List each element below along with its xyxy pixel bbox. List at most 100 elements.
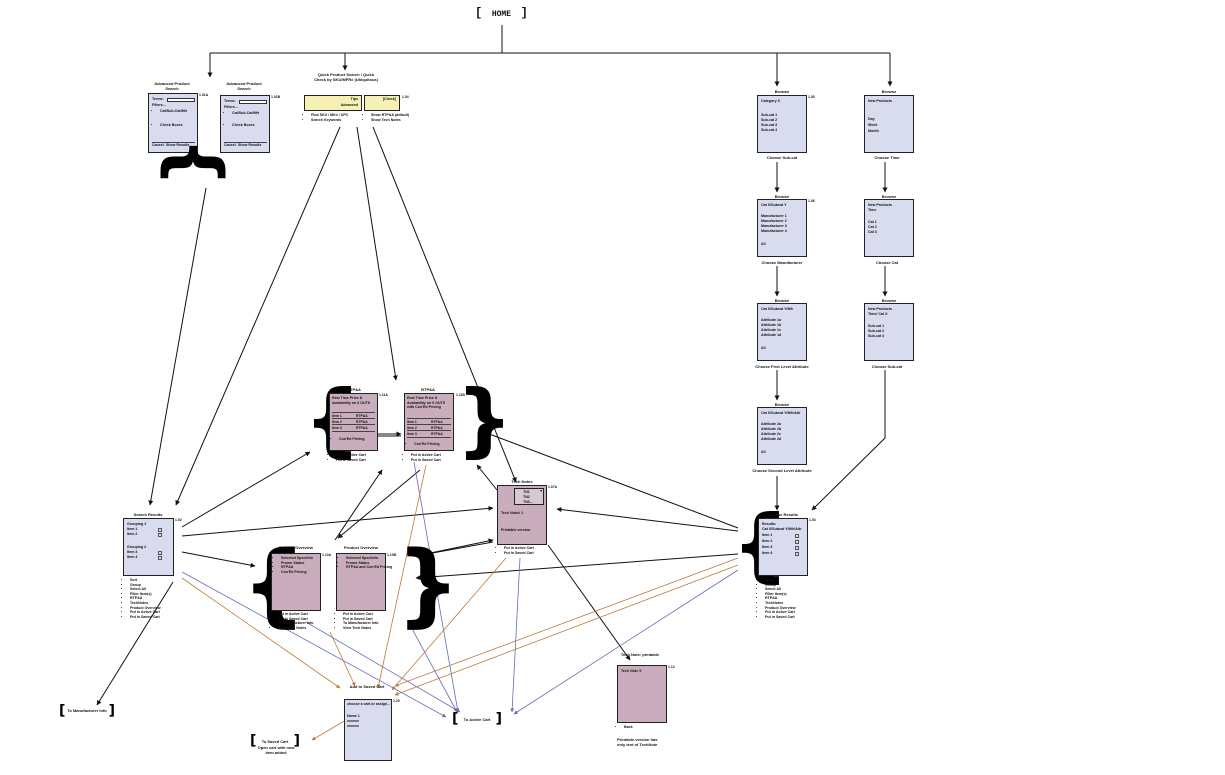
search-results-action[interactable]: TechNotes bbox=[130, 601, 161, 606]
saved-cart-line[interactable]: Name 1 bbox=[347, 714, 360, 718]
browse-results-action[interactable]: Select All bbox=[765, 587, 796, 592]
back-link[interactable]: Back bbox=[624, 725, 633, 730]
adv2-actions[interactable]: Cancel Show Results bbox=[224, 142, 267, 148]
browse-1-line[interactable]: Sub-cat 2 bbox=[761, 118, 778, 122]
rtpa-1-card[interactable]: Real Time Price & Availability on 6 OUTS… bbox=[329, 393, 378, 451]
tech-notes-action[interactable]: Put in Saved Cart bbox=[504, 551, 534, 556]
browse-2-line[interactable]: Manufacturer 2 bbox=[761, 219, 787, 223]
adv1-actions[interactable]: Cancel Show Results bbox=[152, 142, 195, 148]
browse-2-card[interactable]: Cat X/Subcat Y Manufacturer 1 Manufactur… bbox=[757, 199, 807, 257]
search-results-action[interactable]: Sort bbox=[130, 578, 161, 583]
quick-search-box[interactable]: Tips Advanced bbox=[304, 95, 362, 111]
browse-results-action[interactable]: Sort bbox=[765, 578, 796, 583]
tech-note-item[interactable]: TN2 bbox=[523, 495, 530, 499]
tips-link[interactable]: Tips bbox=[350, 97, 358, 101]
printable-version-link[interactable]: Printable version bbox=[501, 528, 531, 532]
browse-new-2-line[interactable]: Cat 3 bbox=[868, 230, 877, 234]
rtpa-2-action[interactable]: Put in Active Cart bbox=[411, 453, 441, 458]
browse-new-1-line[interactable]: Day bbox=[868, 117, 875, 121]
browse-1-line[interactable]: Sub-cat 4 bbox=[761, 128, 778, 132]
saved-cart-line[interactable]: xxxxxx bbox=[347, 719, 359, 723]
advanced-link[interactable]: Advanced bbox=[340, 103, 358, 107]
browse-2-line[interactable]: Manufacturer 4 bbox=[761, 229, 787, 233]
checkbox[interactable] bbox=[795, 540, 799, 544]
checkbox[interactable] bbox=[158, 533, 162, 537]
browse-new-1-line[interactable]: Month bbox=[868, 129, 879, 133]
browse-new-3-line[interactable]: Sub-cat 1 bbox=[868, 324, 885, 328]
saved-cart-card[interactable]: choose a cart or assign... Name 1 xxxxxx… bbox=[344, 699, 392, 761]
browse-3-line[interactable]: Attribute 1a bbox=[761, 318, 781, 322]
rtpa-2-action[interactable]: Put in Saved Cart bbox=[411, 458, 441, 463]
po1-action[interactable]: Put in Saved Cart bbox=[278, 617, 313, 622]
browse-4-line[interactable]: Attribute 2c bbox=[761, 432, 781, 436]
checkbox[interactable] bbox=[795, 534, 799, 538]
saved-cart-prompt[interactable]: choose a cart or assign... bbox=[347, 702, 391, 706]
adv1-cancel-button[interactable]: Cancel bbox=[152, 143, 164, 147]
adv2-cancel-button[interactable]: Cancel bbox=[224, 143, 236, 147]
browse-3-line[interactable]: Attribute 1b bbox=[761, 323, 782, 327]
tech-note-item[interactable]: TN3... bbox=[523, 500, 533, 504]
browse-results-line[interactable]: Item 2 bbox=[762, 539, 773, 543]
tech-notes-action[interactable]: Put in Active Cart bbox=[504, 546, 534, 551]
browse-2-line[interactable]: Manufacturer 3 bbox=[761, 224, 787, 228]
search-results-action[interactable]: Group bbox=[130, 583, 161, 588]
tech-note-item[interactable]: TN1 bbox=[523, 490, 530, 494]
browse-4-line[interactable]: Attribute 2d bbox=[761, 437, 782, 441]
browse-3-line[interactable]: Attribute 1c bbox=[761, 328, 781, 332]
browse-4-line[interactable]: Attribute 2a bbox=[761, 422, 781, 426]
search-results-action[interactable]: Product Overview bbox=[130, 606, 161, 611]
checkbox[interactable] bbox=[795, 552, 799, 556]
search-results-action[interactable]: RTP&A bbox=[130, 596, 161, 601]
checkbox[interactable] bbox=[158, 551, 162, 555]
po2-action[interactable]: Put in Active Cart bbox=[343, 612, 378, 617]
product-overview-2-card[interactable]: Selected Spec/Info Promo Status RTP&A an… bbox=[336, 553, 392, 611]
to-saved-cart-node[interactable]: [ To Saved Cart ] bbox=[250, 733, 300, 749]
browse-results-action[interactable]: Put in Active Cart bbox=[765, 610, 796, 615]
browse-3-card[interactable]: Cat X/Subcat Y/Mfr Attribute 1a Attribut… bbox=[757, 303, 807, 361]
rtpa-1-action[interactable]: Put in Saved Cart bbox=[336, 458, 366, 463]
chevron-down-icon[interactable]: ▾ bbox=[540, 489, 542, 493]
browse-results-line[interactable]: Item 1 bbox=[762, 533, 773, 537]
po1-action[interactable]: View Tech Notes bbox=[278, 626, 313, 631]
search-results-line[interactable]: Item 3 bbox=[127, 550, 138, 554]
search-results-line[interactable]: Item 1 bbox=[127, 527, 138, 531]
browse-1-line[interactable]: Sub-cat 3 bbox=[761, 123, 778, 127]
rtpa-2-card[interactable]: Real Time Price & Availability on 6 OUTS… bbox=[404, 393, 454, 451]
advanced-search-1-card[interactable]: Terms: Filters... Cat/Sub-Cat/Mfr Check … bbox=[148, 93, 198, 153]
po1-action[interactable]: Put in Active Cart bbox=[278, 612, 313, 617]
browse-new-1-line[interactable]: Week bbox=[868, 123, 878, 127]
po2-action[interactable]: To Manufacturer Info bbox=[343, 621, 378, 626]
browse-1-card[interactable]: Category X Sub-cat 1 Sub-cat 2 Sub-cat 3… bbox=[757, 95, 807, 153]
browse-results-line[interactable]: Item 4 bbox=[762, 551, 773, 555]
browse-2-line[interactable]: All bbox=[761, 242, 766, 246]
search-results-line[interactable]: Item 4 bbox=[127, 555, 138, 559]
browse-results-action[interactable]: Group bbox=[765, 583, 796, 588]
checkbox[interactable] bbox=[795, 546, 799, 550]
saved-cart-line[interactable]: xxxxxx bbox=[347, 724, 359, 728]
checkbox[interactable] bbox=[158, 528, 162, 532]
search-results-action[interactable]: Put in Active Cart bbox=[130, 610, 161, 615]
browse-new-2-card[interactable]: New Products Time Cat 1 Cat 2 Cat 3 bbox=[864, 199, 914, 257]
browse-new-3-line[interactable]: Sub-cat 2 bbox=[868, 329, 885, 333]
browse-results-action[interactable]: Product Overview bbox=[765, 606, 796, 611]
browse-results-action[interactable]: TechNotes bbox=[765, 601, 796, 606]
browse-2-line[interactable]: Manufacturer 1 bbox=[761, 214, 787, 218]
home-node[interactable]: [ HOME ] bbox=[475, 6, 528, 20]
browse-4-line[interactable]: Attribute 2b bbox=[761, 427, 782, 431]
product-overview-1-card[interactable]: Selected Spec/Info Promo Status RTP&A Co… bbox=[271, 553, 321, 611]
browse-3-line[interactable]: All bbox=[761, 346, 766, 350]
search-results-card[interactable]: Grouping 1 Item 1 Item 2 Grouping 2 Item… bbox=[123, 518, 174, 576]
browse-results-action[interactable]: RTP&A bbox=[765, 596, 796, 601]
rtpa-1-action[interactable]: Put in Active Cart bbox=[336, 453, 366, 458]
browse-new-3-card[interactable]: New Products Time/ Cat X Sub-cat 1 Sub-c… bbox=[864, 303, 914, 361]
browse-new-3-line[interactable]: Sub-cat 3 bbox=[868, 334, 885, 338]
check-button[interactable]: [Check] bbox=[382, 97, 396, 101]
browse-results-line[interactable]: Item 3 bbox=[762, 545, 773, 549]
tech-notes-list[interactable]: TN1 TN2 TN3... ▾ bbox=[514, 488, 544, 505]
browse-4-line[interactable]: All bbox=[761, 450, 766, 454]
browse-results-card[interactable]: Results: Cat X/Subcat Y/Mfr/Attr Item 1 … bbox=[758, 518, 808, 576]
browse-results-action[interactable]: Put in Saved Cart bbox=[765, 615, 796, 620]
browse-new-1-card[interactable]: New Products Day Week Month bbox=[864, 95, 914, 153]
browse-1-line[interactable]: Sub-cat 1 bbox=[761, 113, 778, 117]
po2-action[interactable]: View Tech Notes bbox=[343, 626, 378, 631]
